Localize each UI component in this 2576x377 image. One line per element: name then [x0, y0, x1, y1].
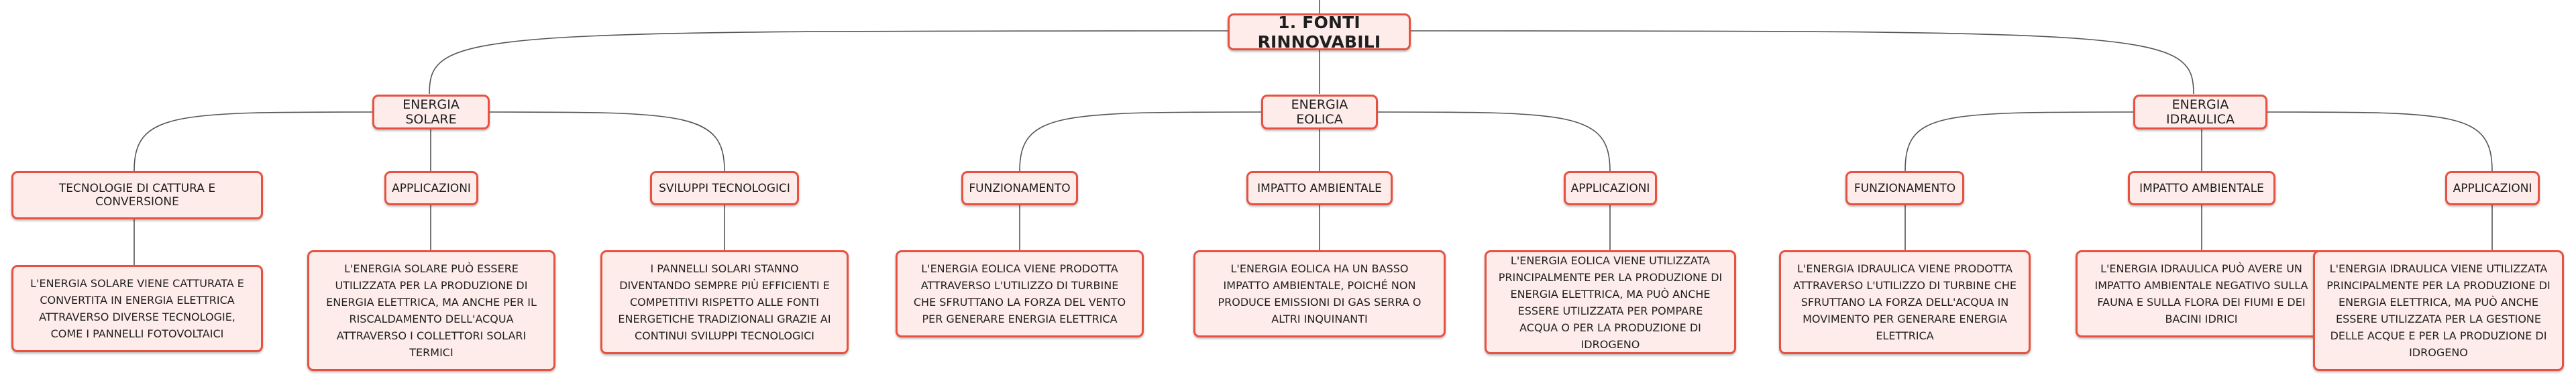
eolica-applicazioni-node[interactable]: APPLICAZIONI	[1564, 171, 1657, 205]
branch-energia-idraulica[interactable]: ENERGIA IDRAULICA	[2133, 95, 2267, 129]
idraulica-applicazioni-detail[interactable]: L'ENERGIA IDRAULICA VIENE UTILIZZATA PRI…	[2313, 250, 2564, 371]
eolica-funzionamento-detail[interactable]: L'ENERGIA EOLICA VIENE PRODOTTA ATTRAVER…	[896, 250, 1144, 337]
eolica-funzionamento-node[interactable]: FUNZIONAMENTO	[961, 171, 1078, 205]
idraulica-impatto-node[interactable]: IMPATTO AMBIENTALE	[2128, 171, 2275, 205]
solare-tecnologie-detail[interactable]: L'ENERGIA SOLARE VIENE CATTURATA E CONVE…	[11, 265, 263, 352]
idraulica-impatto-detail[interactable]: L'ENERGIA IDRAULICA PUÒ AVERE UN IMPATTO…	[2076, 250, 2327, 337]
branch-energia-eolica[interactable]: ENERGIA EOLICA	[1261, 95, 1378, 129]
idraulica-funzionamento-node[interactable]: FUNZIONAMENTO	[1845, 171, 1964, 205]
solare-sviluppi-detail[interactable]: I PANNELLI SOLARI STANNO DIVENTANDO SEMP…	[600, 250, 849, 354]
root-node[interactable]: 1. FONTI RINNOVABILI	[1228, 13, 1411, 52]
idraulica-applicazioni-node[interactable]: APPLICAZIONI	[2445, 171, 2540, 205]
idraulica-funzionamento-detail[interactable]: L'ENERGIA IDRAULICA VIENE PRODOTTA ATTRA…	[1779, 250, 2031, 354]
eolica-impatto-detail[interactable]: L'ENERGIA EOLICA HA UN BASSO IMPATTO AMB…	[1193, 250, 1446, 337]
eolica-impatto-node[interactable]: IMPATTO AMBIENTALE	[1246, 171, 1393, 205]
solare-sviluppi-node[interactable]: SVILUPPI TECNOLOGICI	[650, 171, 799, 205]
eolica-applicazioni-detail[interactable]: L'ENERGIA EOLICA VIENE UTILIZZATA PRINCI…	[1485, 250, 1736, 354]
solare-applicazioni-node[interactable]: APPLICAZIONI	[384, 171, 478, 205]
solare-tecnologie-node[interactable]: TECNOLOGIE DI CATTURA E CONVERSIONE	[11, 171, 263, 219]
branch-energia-solare[interactable]: ENERGIA SOLARE	[372, 95, 490, 129]
solare-applicazioni-detail[interactable]: L'ENERGIA SOLARE PUÒ ESSERE UTILIZZATA P…	[307, 250, 555, 371]
